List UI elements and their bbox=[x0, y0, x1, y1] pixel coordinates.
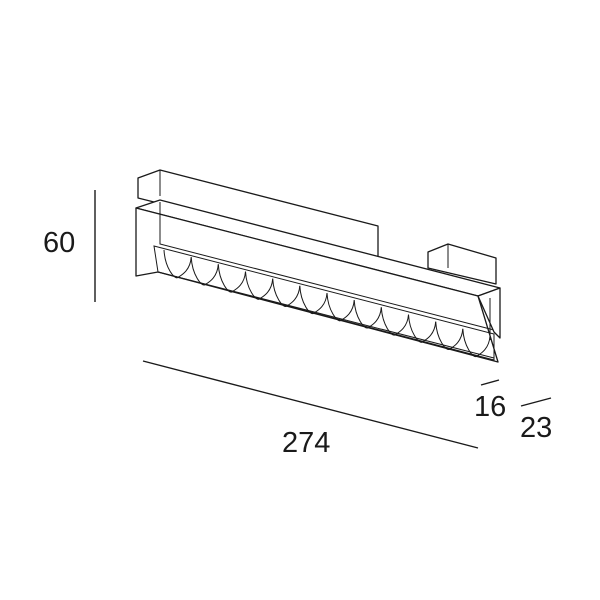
luminaire-body bbox=[135, 199, 501, 363]
lens-cell bbox=[408, 314, 437, 343]
height-label: 60 bbox=[43, 227, 75, 259]
lens-cell bbox=[326, 292, 355, 322]
lens-cell bbox=[435, 321, 464, 350]
end-connector-block bbox=[427, 243, 497, 285]
depth-inner-dimension: 16 bbox=[474, 379, 506, 423]
lens-strip bbox=[153, 245, 495, 361]
lens-cell bbox=[353, 300, 382, 329]
depth-inner-dimension-line bbox=[480, 379, 500, 386]
depth-inner-label: 16 bbox=[474, 391, 506, 423]
lens-cell bbox=[462, 328, 491, 358]
depth-outer-dimension: 23 bbox=[520, 397, 552, 444]
lens-cell bbox=[299, 285, 328, 315]
depth-outer-label: 23 bbox=[520, 412, 552, 444]
length-dimension-line bbox=[142, 360, 479, 449]
length-dimension: 274 bbox=[142, 360, 479, 459]
length-label: 274 bbox=[282, 427, 330, 459]
lens-cell bbox=[380, 307, 409, 336]
depth-outer-dimension-line bbox=[520, 397, 552, 407]
lens-cell bbox=[190, 257, 219, 286]
lens-cell bbox=[163, 249, 192, 279]
lens-cell bbox=[245, 271, 274, 300]
lens-cell bbox=[272, 278, 301, 307]
rear-adapter-block bbox=[137, 169, 379, 259]
height-dimension: 60 bbox=[43, 190, 96, 302]
lens-cell bbox=[217, 264, 246, 293]
